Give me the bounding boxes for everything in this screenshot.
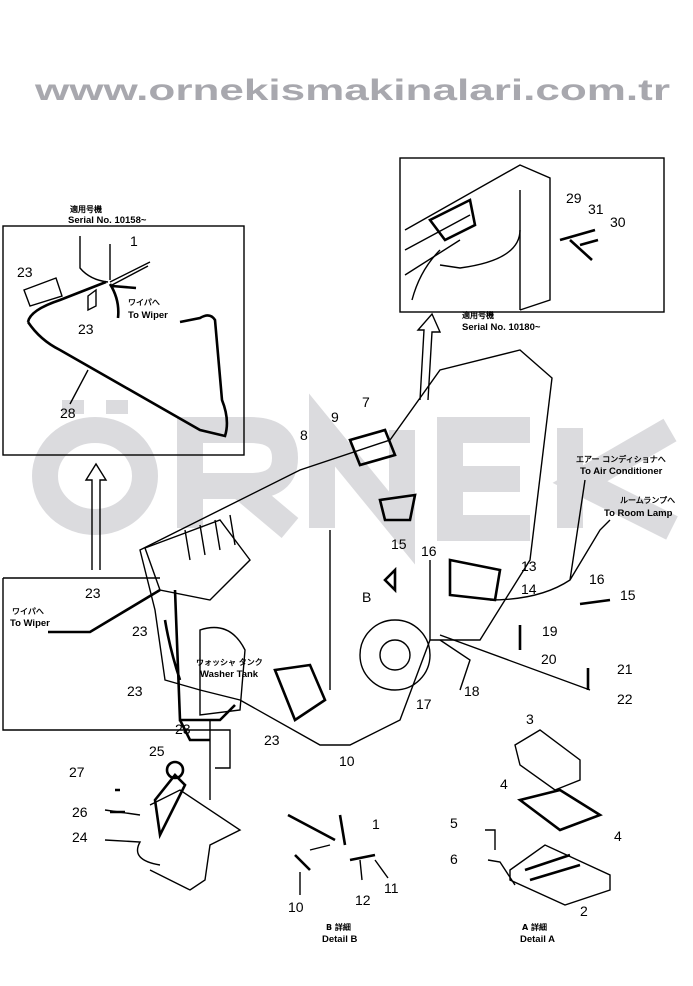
callout-23: 23 [78,321,94,337]
room-lamp-jp-label: ルームランプへ [620,495,675,505]
view-b-label: B [362,589,371,605]
watermark: www.ornekismakinalari.com.tr [32,74,678,565]
callout-16: 16 [421,543,437,559]
arrow-up-icon [84,462,108,570]
callout-1: 1 [372,816,380,832]
inset-jp-header: 適用号機 [70,204,102,214]
callout-1: 1 [130,233,138,249]
callout-22: 22 [617,691,633,707]
detail-b-label: Detail B [322,934,358,945]
callout-23: 23 [132,623,148,639]
callout-3: 3 [526,711,534,727]
callout-10: 10 [339,753,355,769]
callout-29: 29 [566,190,582,206]
main-assembly [2,349,611,800]
watermark-url: www.ornekismakinalari.com.tr [34,74,671,107]
aircon-jp-label: エアー コンディショナへ [576,454,666,464]
callout-16: 16 [589,571,605,587]
callout-25: 25 [149,743,165,759]
inset-serial: Serial No. 10158~ [68,215,147,226]
callout-18: 18 [464,683,480,699]
callout-11: 11 [384,880,399,896]
callout-8: 8 [300,427,308,443]
room-lamp-label: To Room Lamp [604,508,673,519]
callout-5: 5 [450,815,458,831]
callout-4: 4 [500,776,508,792]
callout-15: 15 [620,587,636,603]
callout-21: 21 [617,661,633,677]
callout-9: 9 [331,409,339,425]
callout-12: 12 [355,892,371,908]
callout-27: 27 [69,764,85,780]
annotations: ワイパへ To Wiper ウォッシャ タンク Washer Tank エアー … [10,454,675,945]
callout-23: 23 [127,683,143,699]
callout-7: 7 [362,394,370,410]
callout-15: 15 [391,536,407,552]
inset-serial-10158: 適用号機 Serial No. 10158~ 23 1 23 28 ワイパへ T… [2,204,245,456]
inset-serial-10180: 29 31 30 適用号機 Serial No. 10180~ [399,157,665,333]
callout-10: 10 [288,899,304,915]
callout-24: 24 [72,829,88,845]
washer-switch-assembly [104,760,242,891]
detail-b [287,813,389,895]
washer-tank-jp-label: ウォッシャ タンク [196,657,263,667]
watermark-logo [32,393,678,565]
callout-23: 23 [264,732,280,748]
callout-28: 28 [60,405,76,421]
detail-b-jp-label: B 詳細 [326,922,351,932]
inset-jp-header: 適用号機 [462,310,494,320]
callout-20: 20 [541,651,557,667]
washer-tank-label: Washer Tank [200,669,259,680]
inset-serial: Serial No. 10180~ [462,322,541,333]
callout-19: 19 [542,623,558,639]
detail-a-label: Detail A [520,934,555,945]
wiper-label: To Wiper [128,310,168,321]
wiper-jp-label: ワイパへ [128,297,160,307]
callout-23: 23 [17,264,33,280]
wiper-jp-label: ワイパへ [12,606,44,616]
callout-26: 26 [72,804,88,820]
callout-2: 2 [580,903,588,919]
inset-frame [399,157,665,313]
callout-13: 13 [521,558,537,574]
detail-a-jp-label: A 詳細 [522,922,547,932]
callout-6: 6 [450,851,458,867]
aircon-label: To Air Conditioner [580,466,663,477]
callout-23: 23 [175,721,191,737]
callouts: 7 9 8 15 16 13 14 16 15 19 20 21 22 17 1… [69,394,636,919]
callout-31: 31 [588,201,604,217]
callout-17: 17 [416,696,432,712]
callout-14: 14 [521,581,537,597]
callout-23: 23 [85,585,101,601]
inset-frame [2,225,245,456]
arrow-up-icon [416,312,442,401]
callout-4: 4 [614,828,622,844]
wiper-label: To Wiper [10,618,50,629]
detail-a [485,729,611,906]
callout-30: 30 [610,214,626,230]
